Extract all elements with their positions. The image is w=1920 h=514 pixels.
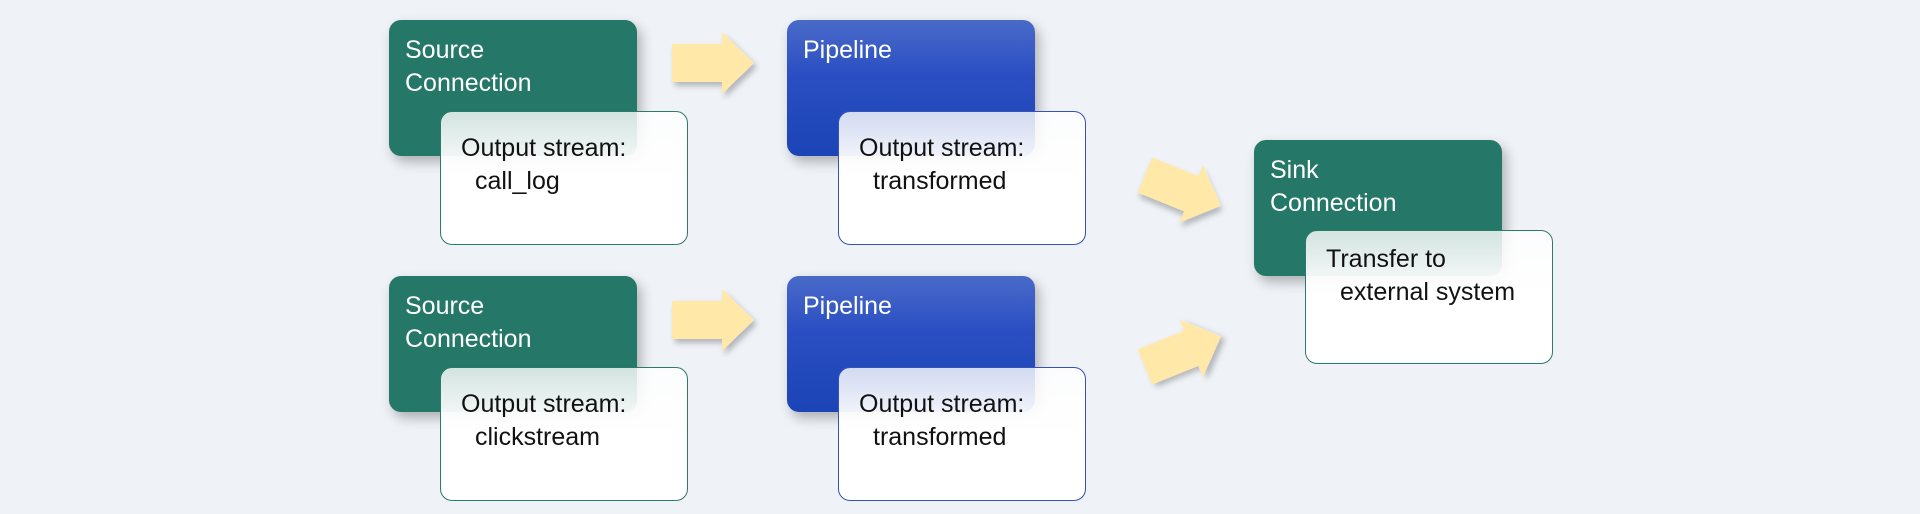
sink-title-line1: Sink — [1270, 156, 1319, 184]
pipeline-title: Pipeline — [803, 292, 892, 320]
source-title-line1: Source — [405, 36, 485, 64]
output-label: Output stream: — [859, 390, 1025, 418]
sink-connection-detail-card: Transfer to external system — [1305, 230, 1553, 364]
arrow-icon — [672, 289, 754, 351]
output-stream-name: call_log — [475, 167, 560, 195]
source-title-line1: Source — [405, 292, 485, 320]
output-label: Output stream: — [461, 134, 627, 162]
source-title-line2: Connection — [405, 325, 532, 353]
sink-detail-line1: Transfer to — [1326, 245, 1446, 273]
source-connection-2-output-card: Output stream: clickstream — [440, 367, 688, 501]
arrow-icon — [1137, 157, 1221, 223]
arrow-icon — [672, 32, 754, 94]
arrow-icon — [1137, 319, 1221, 385]
pipeline-2-output-card: Output stream: transformed — [838, 367, 1086, 501]
sink-detail-line2: external system — [1340, 278, 1516, 306]
source-connection-1-output-card: Output stream: call_log — [440, 111, 688, 245]
output-label: Output stream: — [859, 134, 1025, 162]
output-stream-name: clickstream — [475, 423, 601, 451]
output-label: Output stream: — [461, 390, 627, 418]
sink-title-line2: Connection — [1270, 189, 1397, 217]
output-stream-name: transformed — [873, 167, 1007, 195]
pipeline-1-output-card: Output stream: transformed — [838, 111, 1086, 245]
output-stream-name: transformed — [873, 423, 1007, 451]
pipeline-title: Pipeline — [803, 36, 892, 64]
source-title-line2: Connection — [405, 69, 532, 97]
